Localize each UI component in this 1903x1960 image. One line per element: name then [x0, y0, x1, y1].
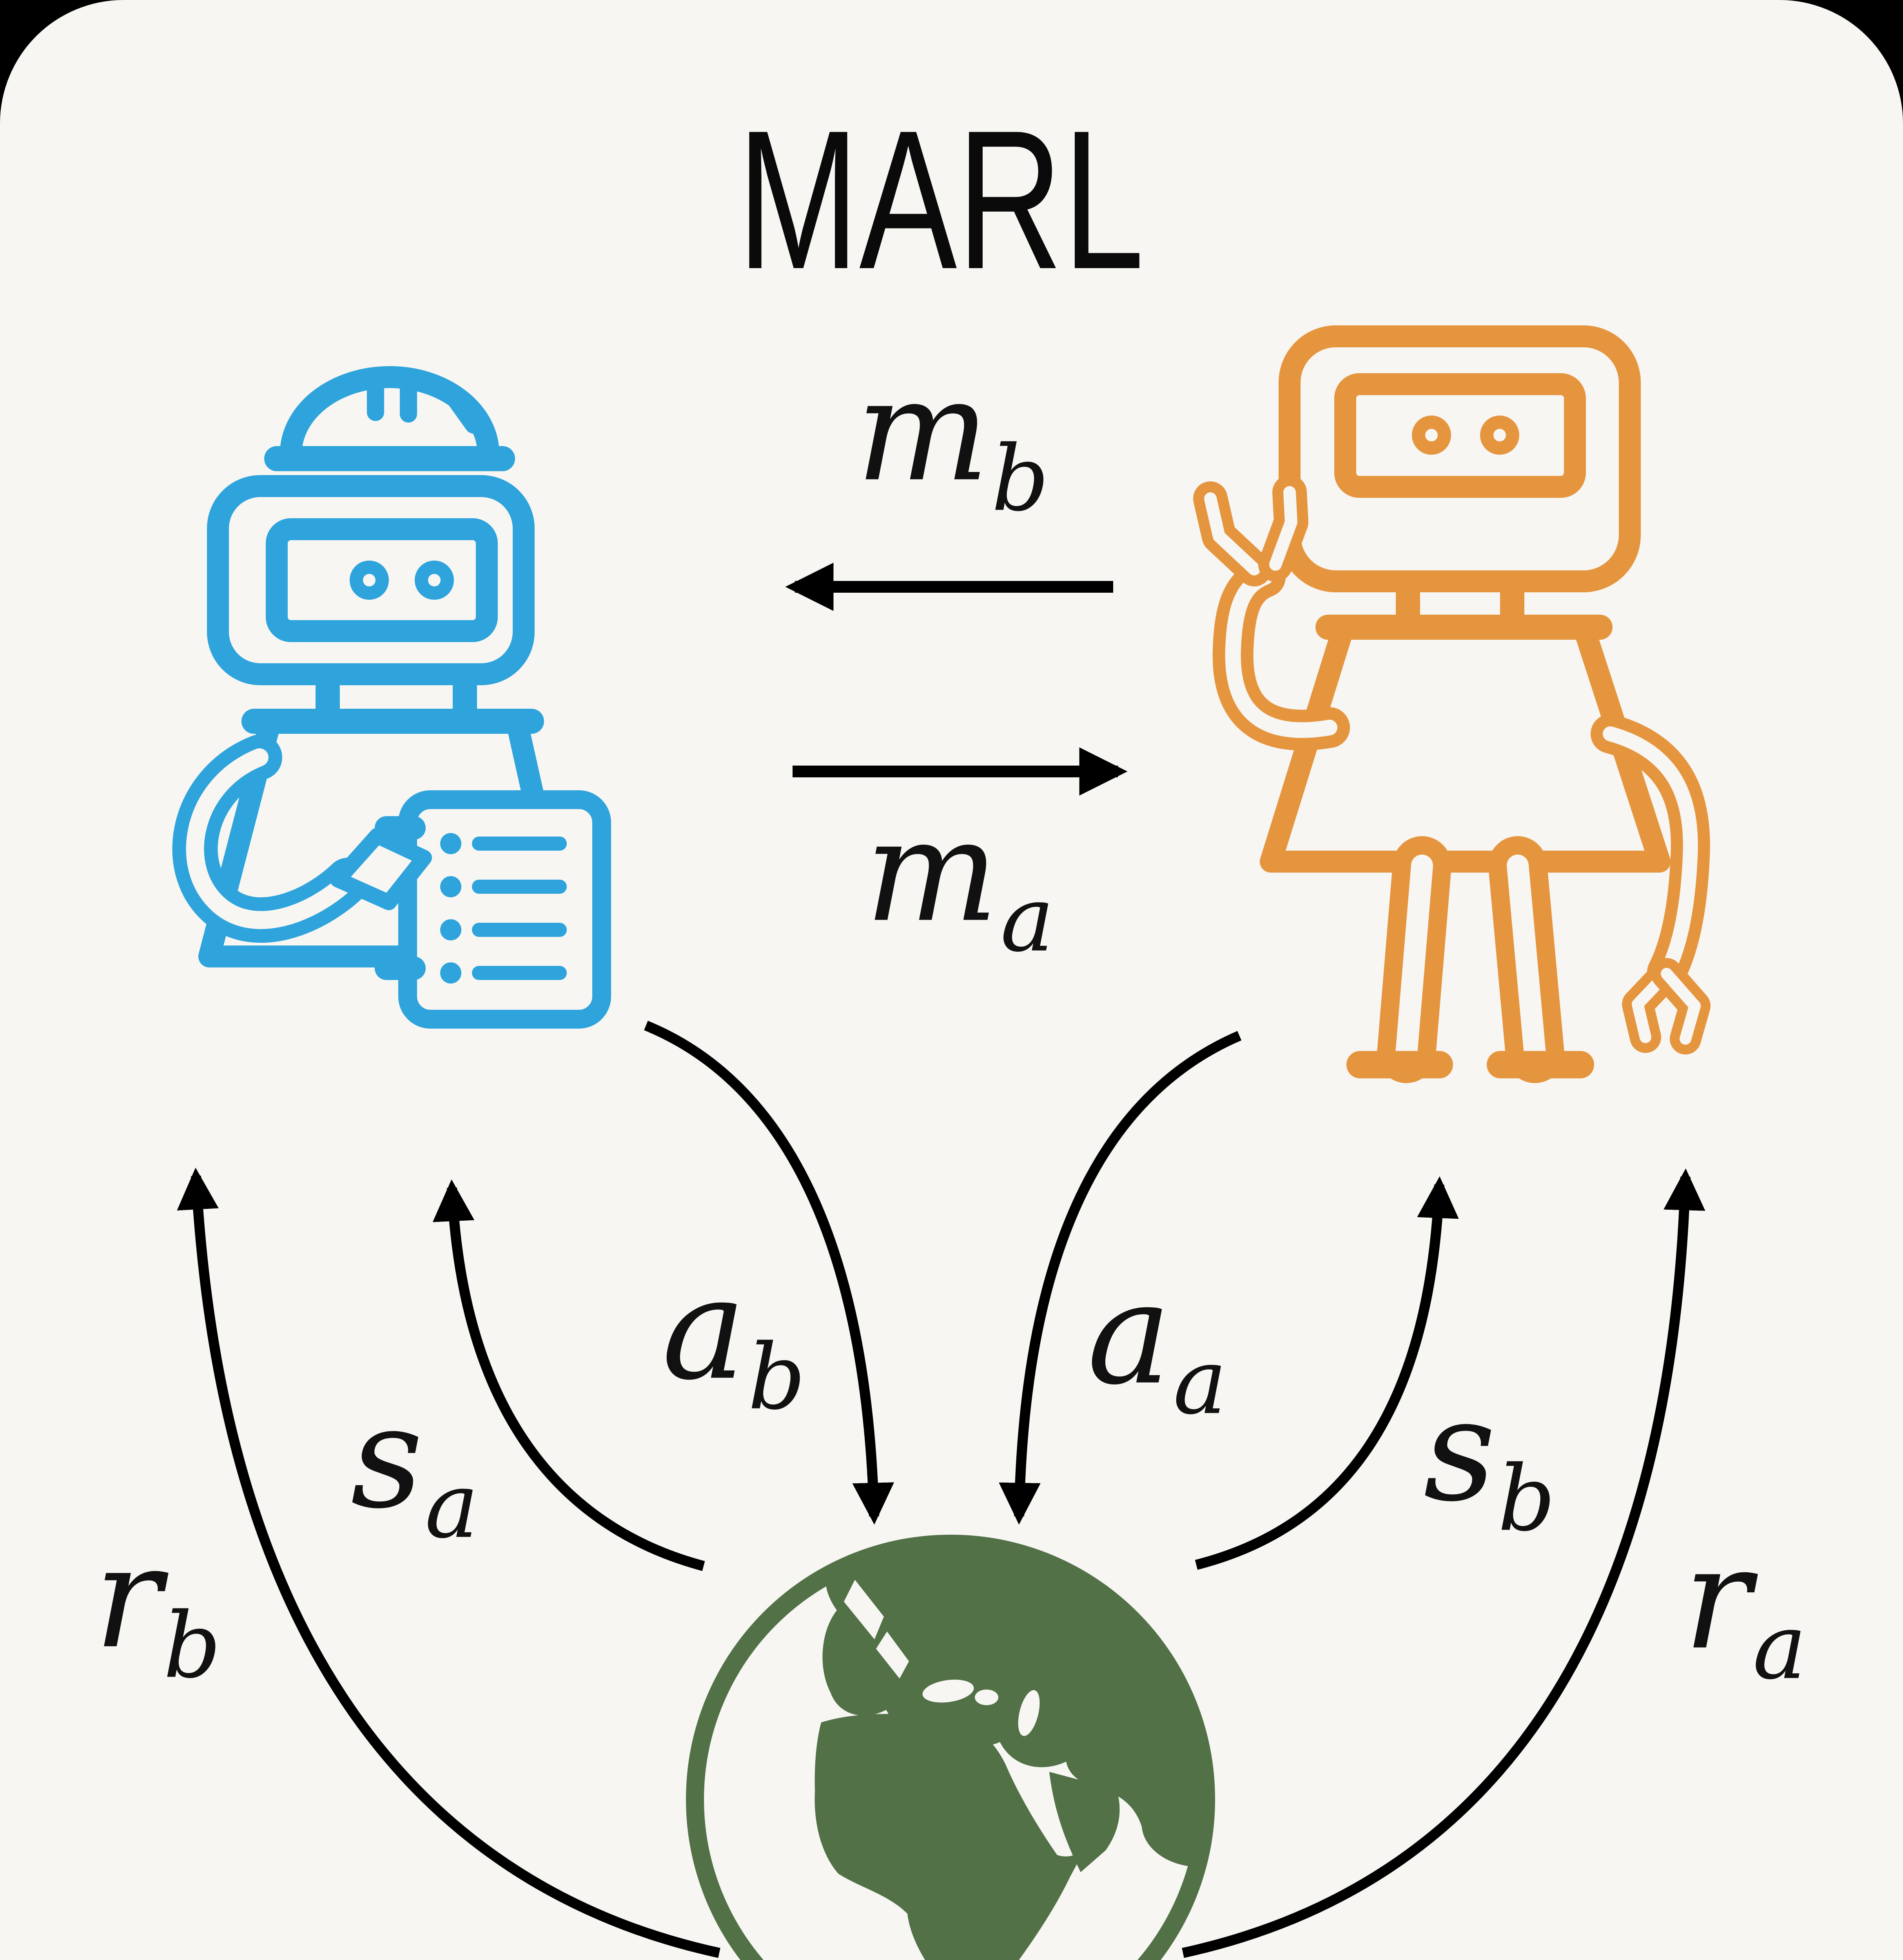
label-sub: b: [1497, 1446, 1556, 1552]
caspian-cutout: [1018, 1690, 1040, 1736]
robot-eye-pupil: [428, 574, 441, 586]
label-main: a: [1087, 1251, 1172, 1416]
label-sub: b: [163, 1593, 221, 1699]
reward-arrow-a: [1182, 1168, 1705, 1958]
checklist-icon: [398, 790, 611, 1029]
label-message-a: ma: [865, 800, 1054, 965]
label-main: a: [662, 1247, 746, 1411]
robot-leg-inner: [1395, 855, 1433, 1065]
robot-arm-inner: [186, 748, 357, 929]
robot-claw-inner: [1204, 492, 1261, 575]
reward-arrow-b: [177, 1167, 720, 1958]
label-main: m: [865, 789, 999, 953]
robot-claw-inner: [1269, 486, 1297, 571]
hard-hat-vent: [443, 386, 482, 434]
checklist-lines: [472, 837, 567, 980]
action-arrow-a: [999, 1031, 1242, 1525]
black-sea-cutout2: [975, 1690, 998, 1705]
checklist-rows: [440, 833, 461, 984]
robot-claw: [330, 828, 432, 910]
label-reward-a: ra: [1683, 1528, 1807, 1693]
label-main: r: [94, 1515, 162, 1680]
label-sub: b: [991, 426, 1049, 532]
action-arrow-b: [644, 1020, 894, 1525]
earth-icon: [686, 1535, 1215, 1960]
label-action-b: ab: [662, 1258, 806, 1423]
arrows: [177, 563, 1705, 1958]
robot-waving-arm-inner: [1225, 569, 1337, 738]
peninsula-arabia: [1049, 1772, 1120, 1872]
label-reward-b: rb: [94, 1527, 221, 1691]
page-title: MARL: [737, 89, 1145, 310]
label-action-a: aa: [1087, 1263, 1227, 1428]
baltic-cutout: [876, 1632, 909, 1679]
label-state-b: sb: [1424, 1380, 1556, 1544]
robot-eye-pupil: [1425, 429, 1438, 441]
robot-head: [207, 475, 535, 685]
label-sub: a: [1000, 867, 1054, 972]
robot-orange-icon: [1193, 325, 1711, 1083]
robot-leg-inner: [1507, 855, 1546, 1065]
label-sub: a: [1173, 1329, 1227, 1435]
continent-africa: [815, 1714, 1087, 1960]
fjord-cutout: [844, 1580, 884, 1639]
label-sub: a: [1752, 1594, 1807, 1700]
robot-eye-pupil: [1493, 429, 1506, 441]
label-main: s: [1423, 1368, 1496, 1533]
black-sea-cutout: [922, 1679, 974, 1703]
label-state-a: sa: [351, 1387, 479, 1552]
robot-blue-icon: [172, 366, 611, 1029]
label-message-b: mb: [856, 360, 1049, 524]
state-arrow-a: [432, 1179, 705, 1571]
robot-eye-pupil: [363, 574, 376, 586]
label-main: r: [1683, 1516, 1751, 1681]
label-main: m: [856, 348, 990, 513]
label-sub: b: [747, 1325, 806, 1430]
label-main: s: [350, 1375, 423, 1540]
state-arrow-b: [1195, 1176, 1459, 1570]
robot-face-screen: [1334, 373, 1586, 498]
robot-arm-inner: [1603, 726, 1698, 980]
continent-eurasia: [822, 1544, 1206, 1867]
earth-ring: [686, 1535, 1215, 1960]
robot-face-screen: [266, 518, 498, 642]
label-sub: a: [425, 1453, 479, 1559]
robot-head: [1279, 325, 1641, 592]
robot-claw-inner: [1661, 968, 1701, 1045]
